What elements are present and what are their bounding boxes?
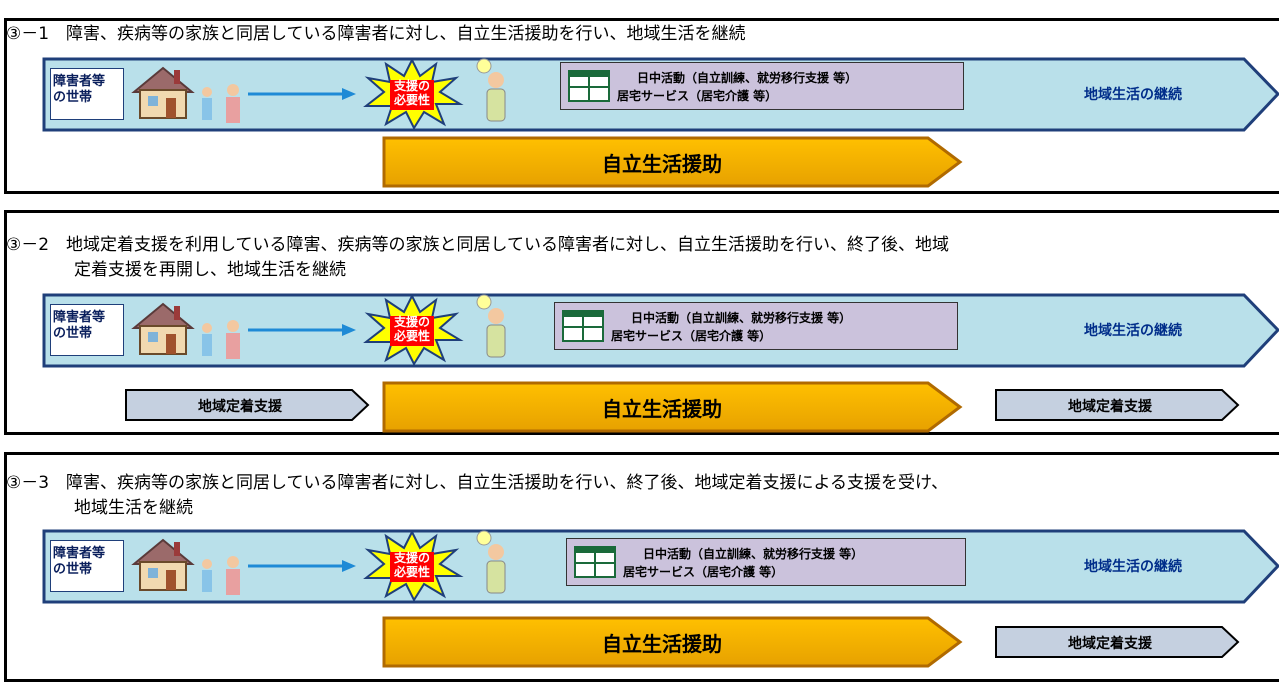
day-activity-label: 日中活動（自立訓練、就労移行支援 等）	[643, 547, 864, 561]
regional-settlement-support-label: 地域定着支援	[1068, 636, 1152, 652]
independent-living-support-label: 自立生活援助	[602, 397, 722, 421]
regional-settlement-support-arrow	[995, 626, 1240, 658]
household-label: 障害者等の世帯	[50, 68, 124, 120]
panel-title-cont: 定着支援を再開し、地域生活を継続	[74, 260, 346, 280]
panel-title-cont: 地域生活を継続	[74, 498, 193, 518]
independent-living-support-arrow	[382, 136, 963, 188]
day-activity-label: 日中活動（自立訓練、就労移行支援 等）	[631, 311, 852, 325]
family-icon	[202, 320, 240, 359]
family-icon	[202, 84, 240, 123]
building-icon	[568, 70, 610, 102]
building-icon	[574, 546, 616, 578]
household-label: 障害者等の世帯	[50, 540, 124, 592]
independent-living-support-arrow	[382, 381, 963, 433]
person-icon	[476, 530, 506, 594]
regional-settlement-support-label: 地域定着支援	[1068, 399, 1152, 415]
day-activity-label: 日中活動（自立訓練、就労移行支援 等）	[637, 71, 858, 85]
building-icon	[562, 310, 604, 342]
independent-living-support-arrow	[382, 616, 963, 668]
regional-settlement-support-arrow	[995, 389, 1240, 421]
support-need-label: 支援の必要性	[393, 315, 430, 343]
regional-settlement-support-arrow	[125, 389, 370, 421]
panel-title: ③－3 障害、疾病等の家族と同居している障害者に対し、自立生活援助を行い、終了後…	[6, 473, 949, 493]
support-need-burst-icon	[363, 529, 464, 603]
transition-arrow	[248, 560, 356, 572]
house-icon	[131, 302, 195, 355]
continue-life-label: 地域生活の継続	[1084, 87, 1182, 103]
person-icon	[476, 58, 506, 122]
services-box: 日中活動（自立訓練、就労移行支援 等） 居宅サービス（居宅介護 等）	[560, 62, 964, 110]
transition-arrow	[248, 88, 356, 100]
panel-title: ③－1 障害、疾病等の家族と同居している障害者に対し、自立生活援助を行い、地域生…	[6, 24, 746, 44]
regional-settlement-support-label: 地域定着支援	[198, 399, 282, 415]
family-icon	[202, 556, 240, 595]
panel-title: ③－2 地域定着支援を利用している障害、疾病等の家族と同居している障害者に対し、…	[6, 235, 950, 255]
continue-life-label: 地域生活の継続	[1084, 559, 1182, 575]
person-icon	[476, 294, 506, 358]
support-need-label: 支援の必要性	[393, 79, 430, 107]
house-icon	[131, 538, 195, 591]
services-box: 日中活動（自立訓練、就労移行支援 等） 居宅サービス（居宅介護 等）	[566, 538, 966, 586]
home-service-label: 居宅サービス（居宅介護 等）	[623, 565, 784, 579]
home-service-label: 居宅サービス（居宅介護 等）	[617, 89, 778, 103]
transition-arrow	[248, 324, 356, 336]
home-service-label: 居宅サービス（居宅介護 等）	[611, 329, 772, 343]
support-need-burst-icon	[363, 57, 464, 131]
independent-living-support-label: 自立生活援助	[602, 152, 722, 176]
independent-living-support-label: 自立生活援助	[602, 632, 722, 656]
support-need-burst-icon	[363, 293, 464, 367]
house-icon	[131, 66, 195, 119]
continue-life-label: 地域生活の継続	[1084, 323, 1182, 339]
support-need-label: 支援の必要性	[393, 551, 430, 579]
services-box: 日中活動（自立訓練、就労移行支援 等） 居宅サービス（居宅介護 等）	[554, 302, 958, 350]
household-label: 障害者等の世帯	[50, 304, 124, 356]
